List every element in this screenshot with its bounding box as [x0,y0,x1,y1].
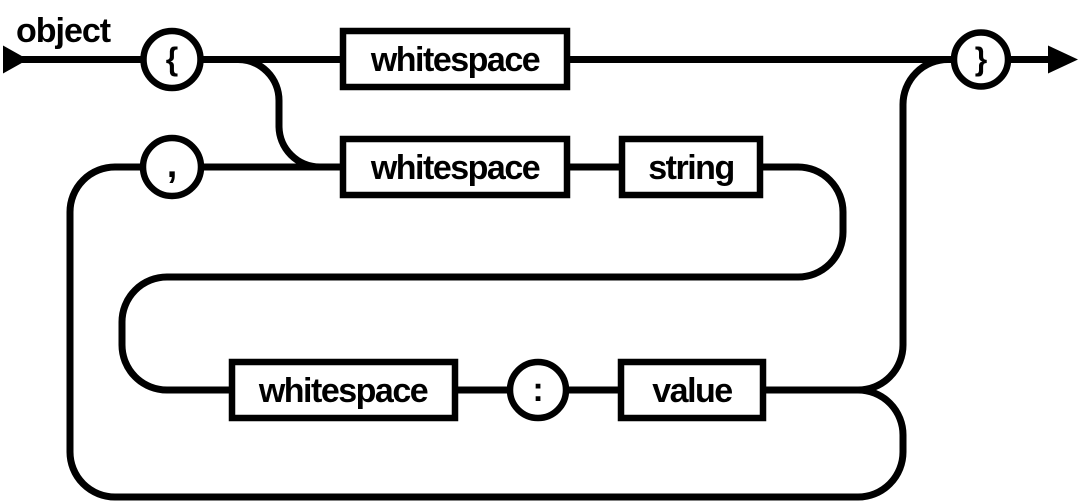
node-whitespace-member: whitespace [339,135,571,199]
start-arrow-icon [3,45,28,74]
terminal-open-brace: { [140,27,204,92]
terminal-colon: : [506,358,570,422]
whitespace-top-box [339,27,571,91]
close-brace-circle [950,29,1012,90]
whitespace-top-label: whitespace [370,41,540,79]
rail-lines [22,56,1052,501]
node-whitespace-top: whitespace [339,27,571,91]
whitespace-member-box [339,135,571,199]
open-brace-circle [140,27,204,92]
rail-branch-down-curve [237,56,348,171]
rule-title: object [16,12,111,50]
end-arrow-icon [1048,45,1078,74]
node-value: value [617,358,767,422]
rail-string-wrap-curve [118,163,847,394]
terminal-comma: , [139,134,205,200]
comma-circle [139,134,205,200]
rail-repeat-loop-curve [66,163,907,501]
node-whitespace-value: whitespace [228,358,459,422]
whitespace-member-label: whitespace [370,149,540,187]
string-box [618,135,764,199]
comma-label: , [167,144,178,186]
open-brace-label: { [166,41,178,77]
colon-label: : [532,371,543,409]
rail-exit-up-curve [857,56,956,394]
close-brace-label: } [975,41,987,77]
node-string: string [618,135,764,199]
terminal-close-brace: } [950,29,1012,90]
string-label: string [648,149,733,187]
value-label: value [652,372,732,410]
colon-circle [506,358,570,422]
whitespace-value-box [228,358,459,422]
value-box [617,358,767,422]
whitespace-value-label: whitespace [258,372,428,410]
